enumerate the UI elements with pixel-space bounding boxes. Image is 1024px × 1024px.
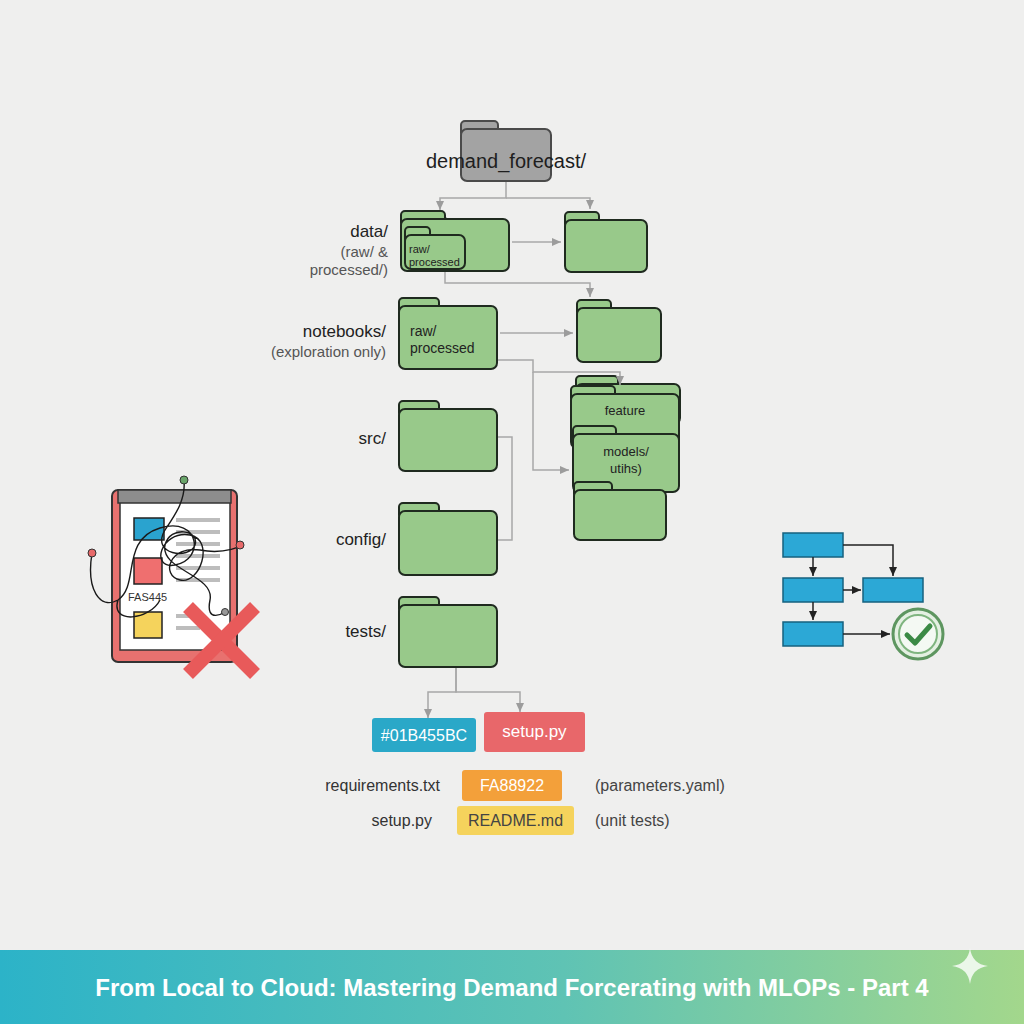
blue-cell bbox=[134, 518, 164, 540]
pin bbox=[236, 541, 244, 549]
folder-node: notebooks/(exploration only)raw/ process… bbox=[398, 297, 498, 370]
sparkle bbox=[952, 948, 988, 984]
pin bbox=[180, 476, 188, 484]
tree-line bbox=[506, 198, 590, 209]
stacked-folder-node: models/ utihs) bbox=[572, 425, 680, 493]
tree-line bbox=[533, 372, 569, 470]
badge-body bbox=[372, 718, 476, 752]
pipeline-box bbox=[863, 578, 923, 602]
file-badge: #01B455BC bbox=[372, 718, 476, 752]
pipeline-box bbox=[783, 578, 843, 602]
folder-note: (exploration only) bbox=[241, 343, 386, 361]
pipeline-arrow bbox=[843, 589, 861, 591]
folder-content: models/ utihs) bbox=[594, 443, 658, 477]
red-cell bbox=[134, 558, 162, 584]
folder-body bbox=[565, 220, 647, 272]
scribble bbox=[91, 480, 241, 617]
folder-body bbox=[405, 235, 465, 269]
root-folder: demand_forecast/ bbox=[460, 120, 552, 182]
file-badge: README.md bbox=[457, 806, 574, 835]
subfolder-node: raw/ processed bbox=[404, 226, 466, 270]
folder-body bbox=[573, 434, 679, 492]
file-note: (unit tests) bbox=[595, 811, 715, 830]
text-line bbox=[176, 518, 220, 522]
messy-notebook-illustration bbox=[88, 476, 255, 674]
folder-name: tests/ bbox=[308, 622, 386, 642]
file-badge: FA88922 bbox=[462, 770, 562, 801]
file-badge: setup.py bbox=[484, 712, 585, 752]
badge-body bbox=[462, 770, 562, 801]
folder-content: feature bbox=[570, 403, 680, 419]
folder-node: src/ bbox=[398, 400, 498, 472]
pipeline-arrow bbox=[812, 602, 814, 620]
red-cross bbox=[188, 607, 255, 674]
pipeline-arrow bbox=[843, 633, 890, 635]
pipeline-box bbox=[783, 622, 843, 646]
notebook-bar bbox=[118, 490, 231, 503]
pipeline-arrow bbox=[812, 557, 814, 576]
badge-text: README.md bbox=[457, 811, 574, 830]
folder-content: raw/ processed bbox=[410, 323, 490, 357]
badge-text: #01B455BC bbox=[372, 726, 476, 745]
pin bbox=[222, 609, 229, 616]
tree-line bbox=[512, 241, 561, 243]
badge-body bbox=[484, 712, 585, 752]
folder-shape bbox=[398, 502, 498, 576]
badge-text: setup.py bbox=[484, 722, 585, 742]
folder-shape bbox=[398, 596, 498, 668]
folder-name: src/ bbox=[318, 429, 386, 449]
folder-body bbox=[401, 219, 509, 271]
folder-body bbox=[399, 511, 497, 575]
tree-connector bbox=[440, 182, 506, 210]
text-line bbox=[176, 554, 220, 558]
check-mark bbox=[907, 626, 930, 643]
badge-body bbox=[457, 806, 574, 835]
folder-shape bbox=[398, 400, 498, 472]
empty-folder bbox=[577, 300, 661, 362]
folder-node: data/(raw/ & processed/)raw/ processed bbox=[400, 210, 510, 272]
tree-connector bbox=[498, 437, 512, 540]
tree-connector bbox=[498, 360, 620, 385]
folder-body bbox=[577, 308, 661, 362]
file-name: setup.py bbox=[340, 811, 432, 830]
pipeline-box bbox=[783, 533, 843, 557]
folder-name: demand_forecast/ bbox=[400, 149, 612, 173]
folder-body bbox=[399, 605, 497, 667]
folder-note: (raw/ & processed/) bbox=[270, 243, 388, 279]
folder-name: data/ bbox=[270, 222, 388, 242]
folder-node: tests/ bbox=[398, 596, 498, 668]
tree-connector bbox=[456, 668, 520, 712]
caption-banner: From Local to Cloud: Mastering Demand Fo… bbox=[0, 950, 1024, 1024]
caption-text: From Local to Cloud: Mastering Demand Fo… bbox=[0, 974, 1024, 1002]
folder-node: config/ bbox=[398, 502, 498, 576]
text-line bbox=[176, 626, 200, 630]
tree-connector bbox=[428, 668, 456, 718]
red-cross bbox=[188, 607, 255, 674]
tree-line bbox=[500, 332, 573, 334]
folder-name: config/ bbox=[308, 530, 386, 550]
text-line bbox=[176, 542, 220, 546]
file-name: requirements.txt bbox=[300, 776, 440, 795]
check-circle bbox=[893, 609, 943, 659]
stacked-folder bbox=[574, 482, 666, 540]
tree-line bbox=[445, 272, 590, 297]
badge-text: FA88922 bbox=[462, 776, 562, 795]
folder-body bbox=[399, 409, 497, 471]
empty-folder bbox=[565, 212, 647, 272]
folder-body bbox=[574, 490, 666, 540]
folder-tab bbox=[574, 482, 612, 498]
pipeline-arrow bbox=[843, 545, 893, 576]
clean-pipeline-illustration bbox=[783, 533, 943, 659]
folder-name: notebooks/ bbox=[241, 322, 386, 342]
check-circle-inner bbox=[899, 615, 937, 653]
folder-content: raw/ processed bbox=[409, 243, 463, 269]
pin bbox=[88, 549, 96, 557]
folder-body bbox=[399, 306, 497, 369]
file-note: (parameters.yaml) bbox=[595, 776, 745, 795]
